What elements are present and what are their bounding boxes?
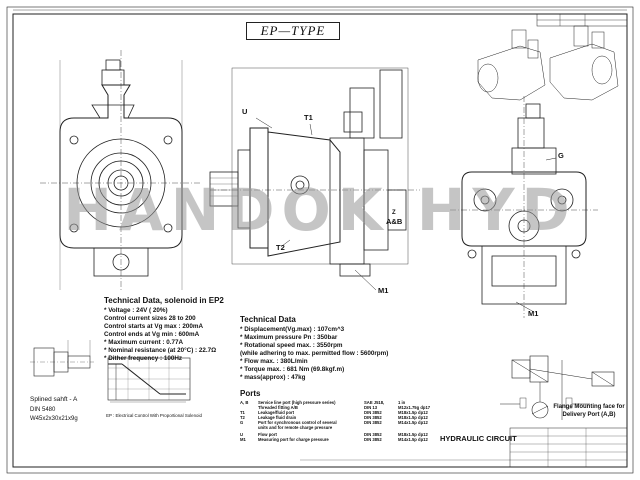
solenoid-line: * Nominal resistance (at 20°C) : 22.7Ω — [104, 347, 217, 354]
label-t1: T1 — [304, 113, 313, 122]
port-std: DIN 3852 — [364, 410, 382, 415]
solenoid-line: Control ends at Vg min : 600mA — [104, 331, 200, 338]
port-size: M18x1.5p dp12 — [398, 415, 428, 420]
port-size: M12x1.75g dp17 — [398, 405, 431, 410]
port-std: DIN 3852 — [364, 432, 382, 437]
hydraulic-circuit-label: HYDRAULIC CIRCUIT — [440, 434, 517, 443]
solenoid-heading: Technical Data, solenoid in EP2 — [104, 296, 224, 305]
port-size: M18x1.5p dp12 — [398, 410, 428, 415]
tech-line: * Maximum pressure Pn : 350bar — [240, 334, 338, 341]
port-desc: units and for remote charge pressure — [258, 425, 333, 430]
ports-heading: Ports — [240, 389, 261, 398]
title-block — [300, 427, 628, 468]
port-id: U — [240, 432, 244, 437]
label-u: U — [242, 107, 248, 116]
port-desc: Threaded fitting A/B — [258, 405, 298, 410]
shaft-title: Splined sahft - A — [30, 396, 78, 403]
tech-line: * Rotational speed max. : 3550rpm — [240, 342, 343, 349]
tech-heading: Technical Data — [240, 315, 296, 324]
drawing-title: EP—TYPE — [246, 22, 340, 40]
port-std: DIN 3852 — [364, 437, 382, 442]
port-std: DIN 3852 — [364, 420, 382, 425]
label-m1-rear: M1 — [528, 309, 539, 318]
tech-line: * mass(approx) : 47kg — [240, 374, 306, 381]
control-chart — [107, 357, 191, 403]
port-id: G — [240, 420, 244, 425]
port-size: M14x1.5p dp12 — [398, 437, 428, 442]
port-desc: Flow port — [258, 432, 277, 437]
port-desc: Leakage fluid drain — [258, 415, 297, 420]
label-g: G — [558, 151, 564, 160]
solenoid-line: * Maximum current : 0.77A — [104, 339, 184, 346]
hydraulic-circuit-diagram — [500, 355, 615, 420]
shaft-size: W45x2x30x21x9g — [30, 416, 78, 422]
port-desc: Leakage/fluid port — [258, 410, 295, 415]
tech-line: (while adhering to max. permitted flow :… — [240, 350, 389, 357]
solenoid-line: * Dither frequency : 100Hz — [104, 355, 183, 362]
port-std: DIN 3852 — [364, 415, 382, 420]
port-std: SAE J518, — [364, 400, 385, 405]
port-id: T1 — [240, 410, 245, 415]
port-desc: Measuring port for charge pressure — [258, 437, 329, 442]
front-view — [40, 50, 200, 290]
port-id: A, B — [240, 400, 249, 405]
tech-line: * Torque max. : 681 Nm (69.8kgf.m) — [240, 366, 345, 373]
tech-line: * Flow max. : 380L/min — [240, 358, 308, 365]
tech-line: * Displacement(Vg.max) : 107cm^3 — [240, 326, 345, 333]
solenoid-line: Control current sizes 28 to 200 — [104, 315, 196, 322]
port-size: M18x1.5p dp12 — [398, 432, 428, 437]
port-desc: Service line port (high pressure series) — [258, 400, 336, 405]
port-size: 1 in — [398, 400, 406, 405]
shaft-detail — [30, 340, 94, 377]
label-t2: T2 — [276, 243, 285, 252]
port-size: M14x1.5p dp12 — [398, 420, 428, 425]
rear-view — [450, 96, 598, 318]
port-desc: Port for synchronous control of several — [258, 420, 337, 425]
label-m1-side: M1 — [378, 286, 389, 295]
side-view — [209, 67, 420, 291]
port-std: DIN 13 — [364, 405, 378, 410]
solenoid-line: * Voltage : 24V ( 20%) — [104, 307, 168, 314]
shaft-standard: DIN 5480 — [30, 407, 56, 413]
solenoid-line: Control starts at Vg max : 200mA — [104, 323, 204, 330]
port-id: M1 — [240, 437, 246, 442]
flange-note: Flange Mounting face for Delivery Port (… — [553, 404, 625, 418]
label-z: Z — [392, 210, 396, 216]
chart-caption: EP : Electrical Control With Proportiona… — [106, 413, 202, 418]
iso-views — [477, 25, 619, 101]
label-ab: A&B — [386, 217, 403, 226]
port-id: T2 — [240, 415, 245, 420]
